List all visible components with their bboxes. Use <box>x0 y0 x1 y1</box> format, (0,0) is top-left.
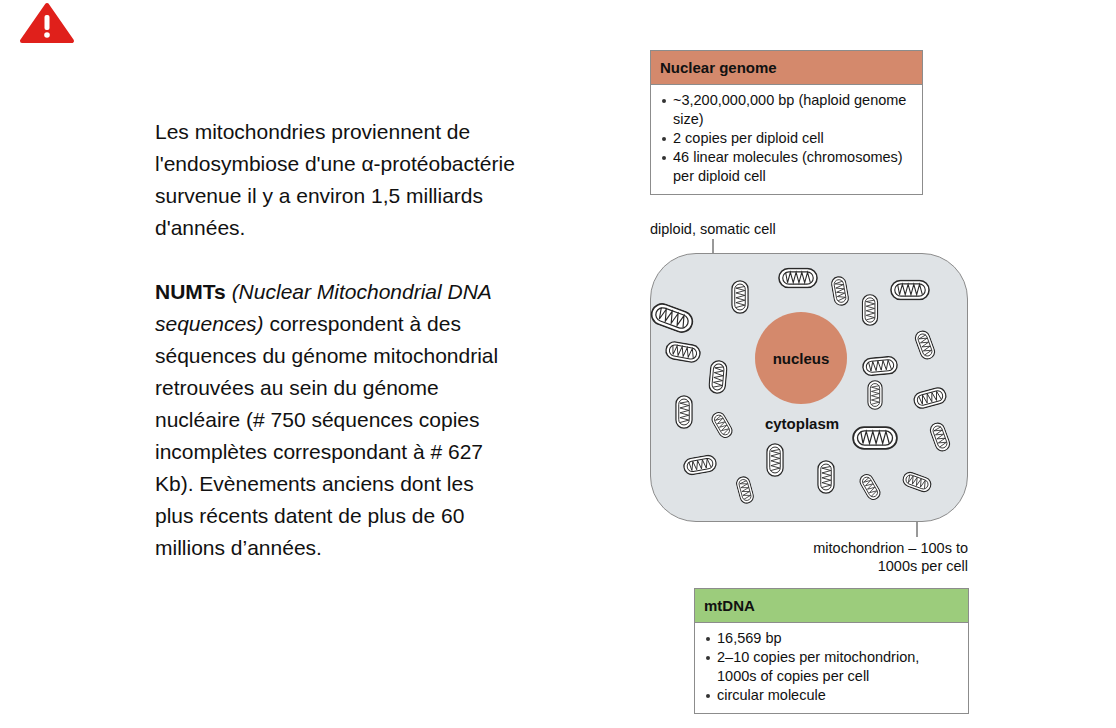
mitochondrion-symbol <box>778 268 816 287</box>
mitochondrion-symbol <box>682 454 717 476</box>
info-box: Nuclear genome~3,200,000,000 bp (haploid… <box>650 50 923 195</box>
mitochondrion-symbol <box>650 300 695 334</box>
cytoplasm-label: cytoplasm <box>762 415 842 432</box>
intro-text: Les mitochondries proviennent de l'endos… <box>155 116 515 596</box>
paragraph: NUMTs (Nuclear Mitochondrial DNA sequenc… <box>155 276 515 564</box>
mitochondrion-symbol <box>862 294 877 324</box>
bullet-item: 16,569 bp <box>704 629 959 648</box>
mitochondrion-symbol <box>817 460 833 492</box>
mitochondrion-symbol <box>913 329 936 361</box>
bullet-item: circular molecule <box>704 686 959 705</box>
mitochondrion-symbol <box>867 380 881 409</box>
mitochondrion-symbol <box>901 470 933 493</box>
bullet-item: 2–10 copies per mitochondrion, 1000s of … <box>704 648 959 686</box>
mitochondrion-symbol <box>766 443 782 475</box>
mitochondrion-symbol <box>709 410 734 440</box>
term: NUMTs <box>155 280 226 303</box>
mitochondrion-symbol <box>664 340 701 363</box>
cell-outline: nucleus cytoplasm <box>650 253 968 522</box>
info-box: mtDNA16,569 bp2–10 copies per mitochondr… <box>694 588 969 714</box>
mitochondrion-symbol <box>735 475 755 504</box>
nucleus-circle: nucleus <box>755 312 847 404</box>
box-heading: mtDNA <box>695 589 968 623</box>
mitochondrion-symbol <box>675 395 691 427</box>
bullet-item: ~3,200,000,000 bp (haploid genome size) <box>660 91 913 129</box>
warning-icon <box>22 5 72 41</box>
callout-label: diploid, somatic cell <box>650 220 776 238</box>
box-body: 16,569 bp2–10 copies per mitochondrion, … <box>695 623 968 713</box>
box-body: ~3,200,000,000 bp (haploid genome size)2… <box>651 85 922 194</box>
mitochondrion-symbol <box>912 385 947 409</box>
paragraph-text: Les mitochondries proviennent de l'endos… <box>155 120 515 239</box>
nucleus-label: nucleus <box>773 350 830 367</box>
mitochondrion-symbol <box>857 472 882 502</box>
mitochondrion-symbol <box>928 421 951 453</box>
mitochondrion-symbol <box>853 427 897 449</box>
mitochondrion-symbol <box>731 280 747 312</box>
paragraph: Les mitochondries proviennent de l'endos… <box>155 116 515 244</box>
mitochondrion-symbol <box>862 355 898 375</box>
mitochondrion-symbol <box>708 360 727 394</box>
bullet-item: 2 copies per diploid cell <box>660 129 913 148</box>
mitochondrion-symbol <box>830 275 849 306</box>
bullet-item: 46 linear molecules (chromosomes) per di… <box>660 148 913 186</box>
paragraph-text: correspondent à des séquences du génome … <box>155 312 498 559</box>
mitochondrion-symbol <box>890 280 928 299</box>
box-heading: Nuclear genome <box>651 51 922 85</box>
callout-label: mitochondrion – 100s to 1000s per cell <box>808 539 968 575</box>
